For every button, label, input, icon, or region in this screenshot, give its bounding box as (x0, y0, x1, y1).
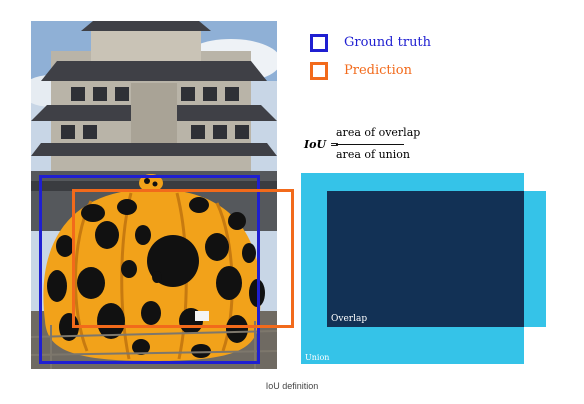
ground-truth-box (39, 175, 260, 364)
equals-sign: = (329, 138, 340, 151)
union-label: Union (305, 353, 330, 362)
formula-lhs: IoU = (304, 138, 339, 151)
prediction-square-icon (310, 62, 328, 80)
prediction-legend-label: Prediction (344, 63, 412, 78)
overlap-region (327, 191, 524, 327)
fraction-bar (336, 144, 404, 145)
iou-symbol: IoU (304, 138, 327, 151)
figure-caption: IoU definition (265, 381, 319, 391)
ground-truth-square-icon (310, 34, 328, 52)
ground-truth-legend-label: Ground truth (344, 35, 432, 50)
formula-denominator: area of union (336, 148, 410, 161)
formula-numerator: area of overlap (336, 126, 421, 139)
union-region-extension (520, 191, 546, 327)
prediction-box (72, 189, 294, 328)
overlap-label: Overlap (331, 314, 368, 324)
